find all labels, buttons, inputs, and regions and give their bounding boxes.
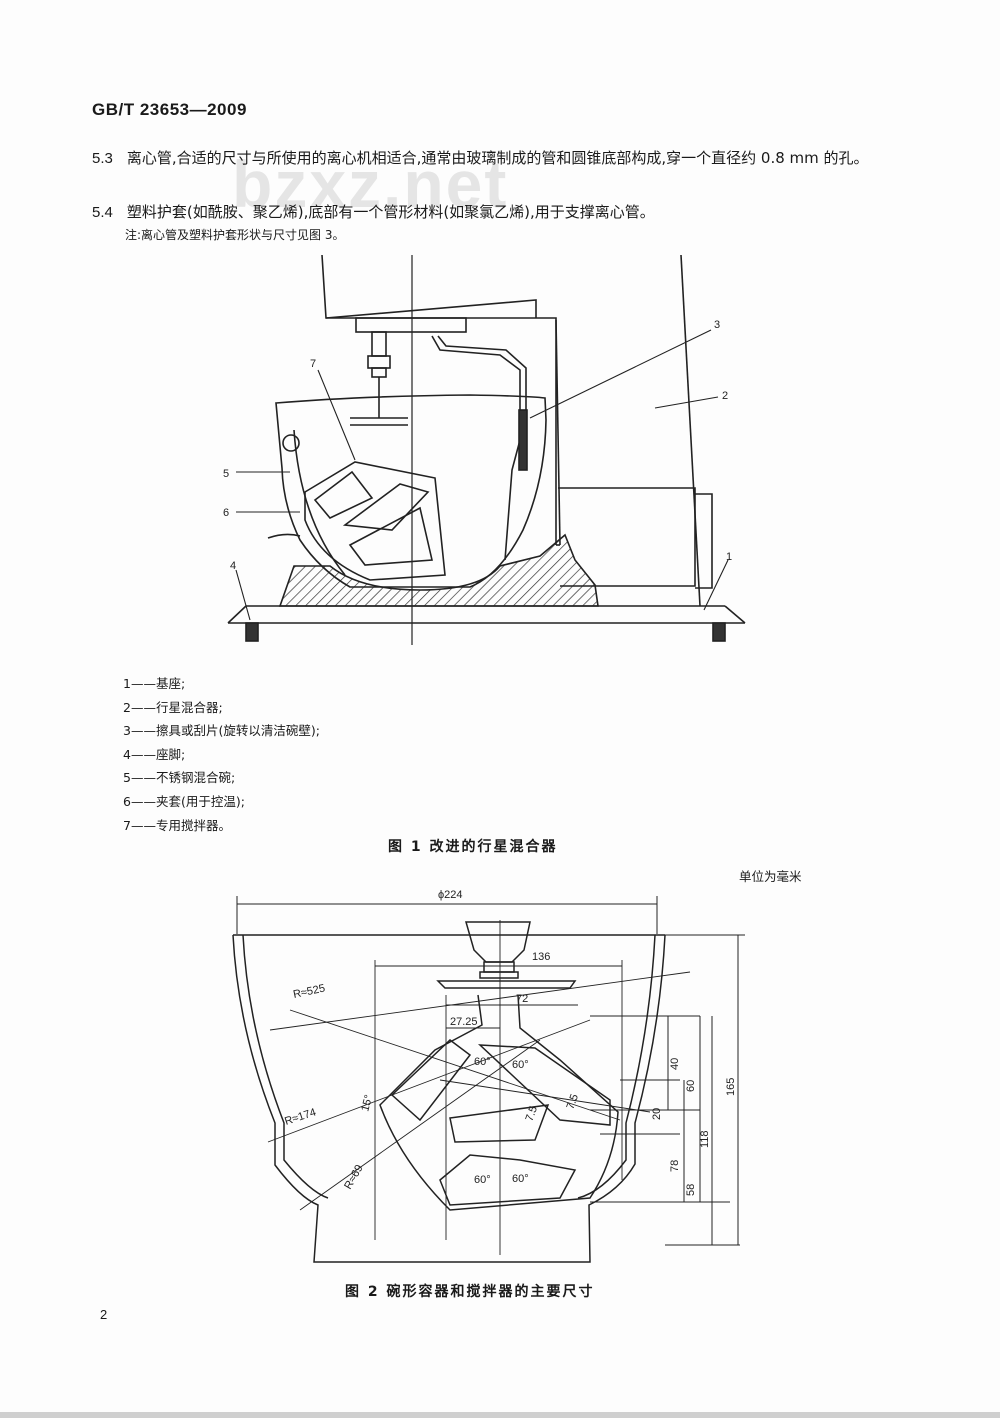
callout-3: 3 — [714, 319, 720, 331]
dim-118: 118 — [699, 1130, 711, 1148]
dim-angle-60: 60° — [474, 1056, 491, 1068]
figure-2-caption: 图 2 碗形容器和搅拌器的主要尺寸 — [345, 1284, 595, 1300]
dim-40: 40 — [669, 1058, 681, 1070]
clause-5-3: 5.3 离心管,合适的尺寸与所使用的离心机相适合,通常由玻璃制成的管和圆锥底部构成… — [92, 145, 912, 172]
legend-item: 7——专用搅拌器。 — [123, 817, 231, 833]
legend-item: 5——不锈钢混合碗; — [123, 770, 236, 786]
callout-6: 6 — [223, 507, 229, 519]
callout-leaders — [235, 329, 729, 621]
legend-item: 3——擦具或刮片(旋转以清洁碗壁); — [123, 723, 320, 739]
standard-number: GB/T 23653—2009 — [92, 100, 247, 119]
figure-1-legend: 1——基座; 2——行星混合器; 3——擦具或刮片(旋转以清洁碗壁); 4——座… — [123, 672, 320, 837]
dim-136: 136 — [532, 951, 550, 963]
mixer-base — [227, 605, 746, 642]
beater-outline — [379, 994, 619, 1211]
drive-head — [436, 921, 577, 989]
dim-72: 72 — [516, 993, 528, 1005]
clause-number: 5.4 — [92, 204, 113, 221]
callout-4: 4 — [230, 560, 236, 572]
dim-angle-60: 60° — [512, 1059, 529, 1071]
dim-angle-60: 60° — [512, 1173, 529, 1185]
dim-20: 20 — [651, 1108, 663, 1120]
figure-2-bowl-drawing: ϕ224 136 72 27.25 R≈525 R≈174 R≈69 15° 6… — [232, 889, 745, 1263]
dim-angle-60: 60° — [474, 1174, 491, 1186]
callout-1: 1 — [726, 551, 732, 563]
callout-5: 5 — [223, 468, 229, 480]
page-number: 2 — [100, 1307, 108, 1322]
figure-1-mixer-drawing: 7 3 2 1 5 6 4 — [223, 254, 746, 645]
dim-r525: R≈525 — [292, 982, 326, 1000]
dim-165: 165 — [725, 1078, 737, 1096]
unit-note: 单位为毫米 — [739, 869, 802, 884]
clause-5-4: 5.4 塑料护套(如酰胺、聚乙烯),底部有一个管形材料(如聚氯乙烯),用于支撑离心… — [92, 199, 912, 226]
dim-r174: R≈174 — [283, 1106, 317, 1127]
legend-item: 6——夹套(用于控温); — [123, 793, 245, 809]
legend-item: 1——基座; — [123, 676, 186, 691]
vertical-dimensions — [665, 934, 745, 1245]
dim-60: 60 — [685, 1080, 697, 1092]
mixer-bowl — [267, 394, 547, 588]
watermark: bzxz.net — [232, 147, 509, 221]
legend-item: 2——行星混合器; — [123, 699, 223, 715]
scraper-arm — [431, 335, 528, 561]
mixer-beater — [304, 377, 446, 581]
note: 注:离心管及塑料护套形状与尺寸见图 3。 — [125, 228, 345, 242]
dim-angle-15: 15° — [359, 1094, 375, 1113]
dim-diameter: ϕ224 — [438, 889, 463, 901]
callout-7: 7 — [310, 358, 316, 370]
clause-number: 5.3 — [92, 150, 113, 167]
clause-text: 离心管,合适的尺寸与所使用的离心机相适合,通常由玻璃制成的管和圆锥底部构成,穿一… — [126, 149, 869, 167]
page-bottom-edge — [0, 1412, 1000, 1418]
dim-7-5: 7.5 — [565, 1093, 582, 1111]
dim-27-25: 27.25 — [450, 1016, 478, 1028]
dim-58: 58 — [685, 1184, 697, 1196]
construction-lines — [267, 920, 740, 1255]
clause-text: 塑料护套(如酰胺、聚乙烯),底部有一个管形材料(如聚氯乙烯),用于支撑离心管。 — [126, 203, 655, 221]
dim-78: 78 — [669, 1160, 681, 1172]
bowl-outline — [232, 934, 666, 1263]
legend-item: 4——座脚; — [123, 746, 186, 762]
callout-2: 2 — [722, 390, 728, 402]
dim-7-5: 7.5 — [524, 1105, 541, 1123]
mixer-body — [321, 254, 713, 607]
figure-1-caption: 图 1 改进的行星混合器 — [388, 839, 558, 855]
